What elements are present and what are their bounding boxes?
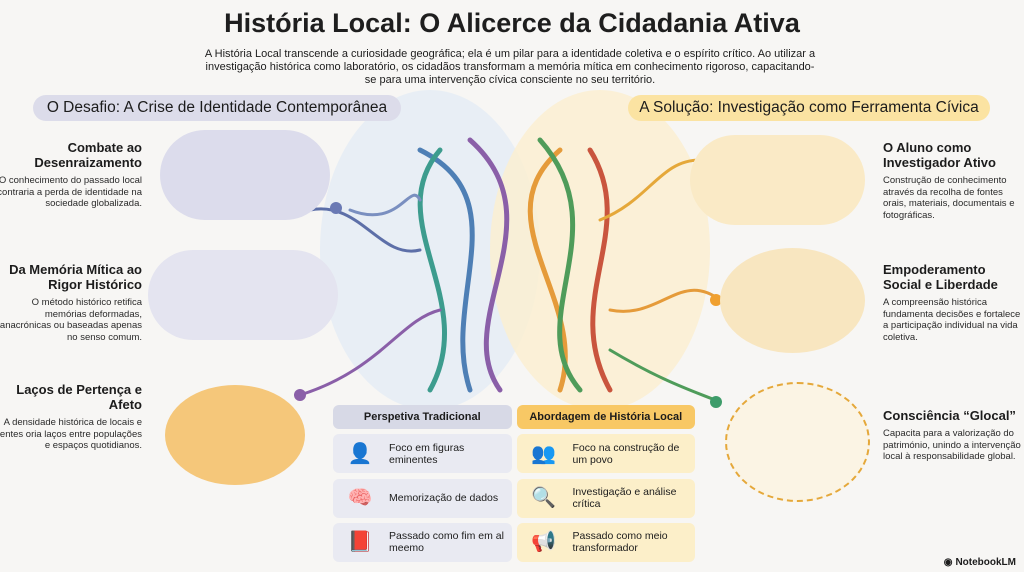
table-cell: 📕 Passado como fim em al meemo: [333, 522, 512, 562]
person-icon: 👤: [347, 442, 373, 465]
comparison-table: Perspetiva Tradicional Abordagem de Hist…: [333, 405, 695, 563]
header-traditional: Perspetiva Tradicional: [333, 405, 512, 429]
item-text: O método histórico retifica memórias def…: [0, 297, 142, 343]
cell-text: Memorização de dados: [389, 492, 499, 504]
item-title: Da Memória Mítica ao Rigor Histórico: [9, 262, 142, 292]
table-cell: 📢 Passado como meio transformador: [516, 522, 695, 562]
table-cell: 👥 Foco na construção de um povo: [516, 434, 695, 474]
magnifier-icon: 🔍: [531, 487, 556, 509]
item-title: Empoderamento Social e Liberdade: [883, 262, 998, 292]
table-cell: 👤 Foco em figuras eminentes: [333, 434, 512, 474]
glocal-heritage-illustration: [725, 382, 870, 502]
item-text: A densidade histórica de locais e gentes…: [0, 417, 142, 451]
crowd-icon: 👥: [531, 442, 556, 465]
town-hands-illustration: [165, 385, 305, 485]
item-title: O Aluno como Investigador Ativo: [883, 140, 996, 170]
megaphone-icon: 📢: [531, 531, 556, 554]
uprooted-people-illustration: [160, 130, 330, 220]
notebooklm-icon: ◉: [943, 557, 953, 568]
page-title: História Local: O Alicerce da Cidadania …: [224, 8, 800, 38]
student-investigator-illustration: [690, 135, 865, 225]
cell-text: Foco na construção de um povo: [572, 441, 680, 466]
intro-text: A História Local transcende a curiosidad…: [204, 48, 816, 86]
cell-text: Passado como meio transformador: [572, 530, 668, 555]
header-local-history: Abordagem de História Local: [516, 405, 695, 429]
left-item-uprooting: Combate ao Desenraizamento O conheciment…: [0, 140, 142, 210]
right-item-empowerment: Empoderamento Social e Liberdade A compr…: [883, 262, 1023, 343]
item-text: Construção de conhecimento através da re…: [883, 175, 1015, 221]
table-cell: 🧠 Memorização de dados: [333, 478, 512, 518]
brain-icon: 🧠: [347, 487, 373, 509]
solution-header: A Solução: Investigação como Ferramenta …: [628, 95, 990, 121]
table-cell: 🔍 Investigação e análise crítica: [516, 478, 695, 518]
notebooklm-logo: ◉NotebookLM: [944, 557, 1016, 568]
item-title: Consciência “Glocal”: [883, 408, 1016, 423]
cell-text: Passado como fim em al meemo: [389, 530, 504, 555]
item-text: O conhecimento do passado local contrari…: [0, 175, 142, 209]
brand-text: NotebookLM: [955, 557, 1016, 568]
item-title: Combate ao Desenraizamento: [34, 140, 142, 170]
empowerment-illustration: [720, 248, 865, 353]
right-item-student: O Aluno como Investigador Ativo Construç…: [883, 140, 1023, 221]
right-item-glocal: Consciência “Glocal” Capacita para a val…: [883, 408, 1023, 463]
book-icon: 📕: [347, 531, 373, 554]
item-title: Laços de Pertença e Afeto: [16, 382, 142, 412]
left-item-belonging: Laços de Pertença e Afeto A densidade hi…: [0, 382, 142, 452]
item-text: A compreensão histórica fundamenta decis…: [883, 297, 1021, 343]
challenge-header: O Desafio: A Crise de Identidade Contemp…: [33, 95, 401, 121]
left-item-myth: Da Memória Mítica ao Rigor Histórico O m…: [0, 262, 142, 343]
item-text: Capacita para a valorização do patrimóni…: [883, 428, 1021, 462]
cell-text: Foco em figuras eminentes: [389, 441, 465, 466]
myth-to-book-illustration: [148, 250, 338, 340]
cell-text: Investigação e análise crítica: [572, 486, 677, 510]
